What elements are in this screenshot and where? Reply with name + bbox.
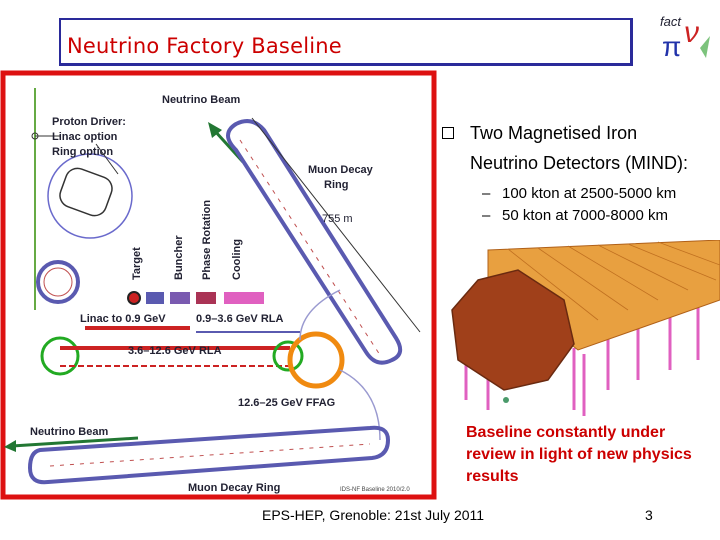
- diagram-frame: [0, 70, 437, 500]
- proton-driver-label: Proton Driver:: [52, 116, 126, 128]
- neutrino-beam-top-label: Neutrino Beam: [162, 94, 240, 106]
- target-label: Target: [131, 247, 143, 280]
- rla2-label: 3.6–12.6 GeV RLA: [128, 345, 222, 357]
- fact-logo: fact ν π: [660, 14, 710, 62]
- neutrino-factory-diagram: Proton Driver: Linac option Ring option …: [0, 70, 437, 500]
- title-box: Neutrino Factory Baseline: [59, 18, 633, 66]
- bullet-line2: Neutrino Detectors (MIND):: [470, 153, 689, 173]
- muon-decay-ring-right-label: Muon Decay: [308, 164, 374, 176]
- linac-label: Linac to 0.9 GeV: [80, 313, 166, 325]
- muon-decay-ring-bottom-label: Muon Decay Ring: [188, 482, 280, 494]
- slide-title: Neutrino Factory Baseline: [67, 34, 342, 58]
- buncher-label: Buncher: [173, 235, 185, 280]
- sub-item-2-text: 50 kton at 7000-8000 km: [502, 207, 668, 224]
- linac-option-label: Linac option: [52, 131, 118, 143]
- sub-item-1-text: 100 kton at 2500-5000 km: [502, 185, 677, 202]
- logo-fact-text: fact: [660, 14, 682, 29]
- slide-footer: EPS-HEP, Grenoble: 21st July 2011: [262, 507, 485, 523]
- muon-decay-ring-right-label2: Ring: [324, 179, 348, 191]
- ring-option-circle: [47, 153, 133, 239]
- baseline-note: Baseline constantly under review in ligh…: [466, 424, 692, 485]
- bullet-square: [442, 127, 454, 139]
- cooling-label: Cooling: [231, 239, 243, 280]
- length-label: 755 m: [322, 213, 353, 225]
- rla1-label: 0.9–3.6 GeV RLA: [196, 313, 283, 325]
- ffag-label: 12.6–25 GeV FFAG: [238, 397, 335, 409]
- page-number: 3: [645, 507, 653, 523]
- neutrino-beam-bottom-label: Neutrino Beam: [30, 426, 108, 438]
- bullet-line1: Two Magnetised Iron: [470, 123, 638, 143]
- muon-decay-ring-bottom: [27, 425, 391, 485]
- logo-nu-text: ν: [684, 16, 699, 49]
- mind-detector-image: [451, 240, 720, 416]
- sub-item-1: –100 kton at 2500-5000 km: [482, 185, 677, 202]
- sub-item-2: –50 kton at 7000-8000 km: [482, 207, 668, 224]
- credit-label: IDS-NF Baseline 2010/2.0: [340, 487, 410, 493]
- ffag-ring: [287, 331, 345, 389]
- logo-pi-text: π: [662, 31, 681, 62]
- muon-decay-ring-right: [226, 119, 403, 365]
- ring-option-label: Ring option: [52, 146, 113, 158]
- phase-rotation-label: Phase Rotation: [201, 200, 213, 280]
